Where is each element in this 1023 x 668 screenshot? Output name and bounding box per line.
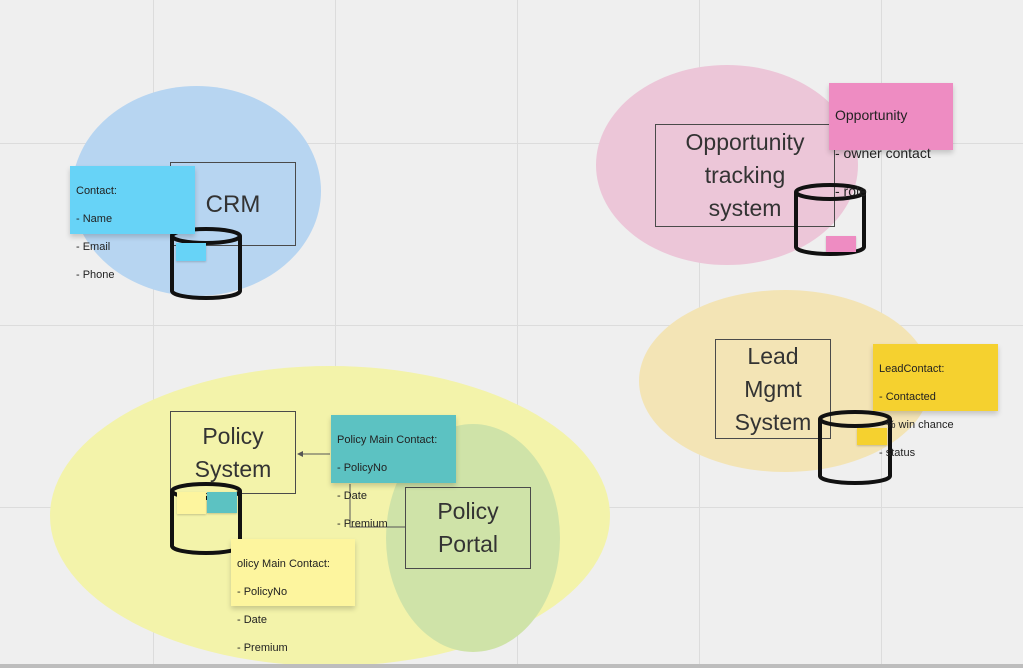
mini-note-policy-teal[interactable] bbox=[207, 492, 237, 513]
sticky-line: - PolicyNo bbox=[337, 462, 388, 474]
system-policy-portal[interactable]: Policy Portal bbox=[405, 487, 531, 569]
sticky-line: - status bbox=[879, 447, 916, 459]
canvas-bottom-edge bbox=[0, 664, 1023, 668]
sticky-line: - % win chance bbox=[879, 419, 954, 431]
sticky-lead-contact[interactable]: LeadContact: - Contacted - % win chance … bbox=[873, 344, 998, 459]
system-lead-mgmt[interactable]: Lead Mgmt System bbox=[715, 339, 831, 439]
connector-system-to-portal bbox=[349, 484, 405, 528]
system-opportunity-tracking[interactable]: Opportunity tracking system bbox=[655, 124, 835, 227]
sticky-line: - Phone bbox=[76, 269, 115, 281]
sticky-title: olicy Main Contact: bbox=[237, 558, 330, 570]
database-icon-crm bbox=[170, 227, 242, 300]
sticky-line: - Email bbox=[76, 241, 111, 253]
system-crm[interactable]: CRM bbox=[170, 162, 296, 246]
sticky-line: - owner contact bbox=[835, 145, 931, 161]
database-icon-opportunity bbox=[794, 183, 866, 256]
sticky-contact[interactable]: Contact: - Name - Email - Phone bbox=[70, 166, 195, 281]
sticky-title: Policy Main Contact: bbox=[337, 434, 438, 446]
sticky-line: - Premium bbox=[237, 642, 288, 654]
sticky-policy-main-contact-yellow[interactable]: olicy Main Contact: - PolicyNo - Date - … bbox=[231, 539, 355, 654]
sticky-line: - role bbox=[835, 183, 867, 199]
sticky-line: - Date bbox=[337, 490, 367, 502]
sticky-title: Contact: bbox=[76, 185, 117, 197]
database-icon-lead bbox=[818, 410, 892, 485]
sticky-line: - Premium bbox=[337, 518, 388, 530]
sticky-policy-main-contact-teal[interactable]: Policy Main Contact: - PolicyNo - Date -… bbox=[331, 415, 456, 530]
arrowhead bbox=[297, 451, 303, 457]
mini-note-opportunity[interactable] bbox=[826, 236, 856, 252]
sticky-title: Opportunity bbox=[835, 107, 908, 123]
mini-note-crm[interactable] bbox=[176, 243, 206, 261]
sticky-line: - Contacted bbox=[879, 391, 936, 403]
sticky-line: - PolicyNo bbox=[237, 586, 288, 598]
sticky-line: - Date bbox=[237, 614, 267, 626]
sticky-line: - Name bbox=[76, 213, 113, 225]
sticky-opportunity[interactable]: Opportunity - owner contact - role bbox=[829, 83, 953, 199]
mini-note-policy-yellow[interactable] bbox=[177, 492, 206, 514]
mini-note-lead[interactable] bbox=[857, 428, 887, 445]
sticky-title: LeadContact: bbox=[879, 363, 945, 375]
opportunity-area bbox=[596, 65, 858, 265]
